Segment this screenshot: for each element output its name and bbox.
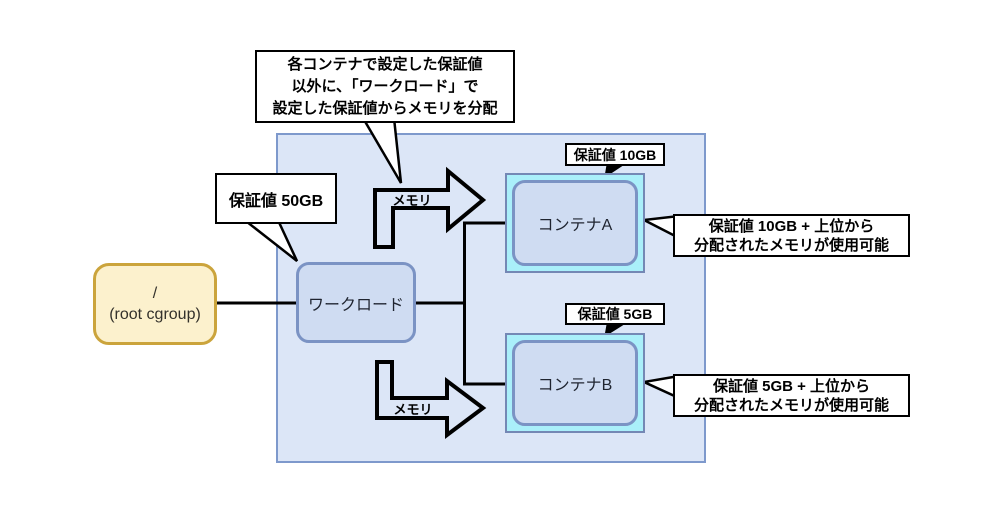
container-b-label: コンテナB (537, 377, 613, 394)
root-cgroup-slash: / (152, 285, 158, 302)
distribution-note-callout: 各コンテナで設定した保証値 以外に、「ワークロード」で 設定した保証値からメモリ… (255, 50, 515, 123)
memory-arrow-top-label: メモリ (392, 192, 432, 208)
workload-node-label: ワークロード (307, 296, 404, 314)
container-b-usage-line1: 保証値 5GB + 上位から (712, 377, 871, 395)
guarantee-10gb-label: 保証値 10GB (565, 143, 665, 166)
container-b-highlight: コンテナB (505, 333, 645, 433)
memory-bent-arrow-top-icon (373, 166, 487, 249)
workload-node: ワークロード (296, 262, 416, 343)
container-a-node: コンテナA (512, 180, 638, 266)
container-a-usage-line1: 保証値 10GB + 上位から (708, 217, 875, 235)
container-b-node: コンテナB (512, 340, 638, 426)
memory-arrow-bottom-label: メモリ (393, 402, 433, 417)
title-note-tail (360, 116, 403, 184)
guarantee-5gb-label: 保証値 5GB (565, 303, 665, 325)
container-a-usage-callout: 保証値 10GB + 上位から 分配されたメモリが使用可能 (673, 214, 910, 257)
distribution-note-line2: 以外に、「ワークロード」で (291, 77, 479, 95)
container-b-usage-line2: 分配されたメモリが使用可能 (693, 396, 889, 414)
guarantee-50gb-callout: 保証値 50GB (215, 173, 337, 224)
memory-bent-arrow-bottom-icon (375, 360, 487, 439)
root-cgroup-node: / (root cgroup) (93, 263, 217, 345)
distribution-note-line1: 各コンテナで設定した保証値 (287, 55, 483, 73)
distribution-note-line3: 設定した保証値からメモリを分配 (272, 99, 498, 117)
root-cgroup-label: (root cgroup) (109, 306, 201, 323)
connector-lines (215, 221, 508, 386)
container-b-usage-callout: 保証値 5GB + 上位から 分配されたメモリが使用可能 (673, 374, 910, 417)
container-a-highlight: コンテナA (505, 173, 645, 273)
container-a-label: コンテナA (537, 217, 613, 234)
guarantee-50gb-tail (238, 216, 299, 262)
container-a-usage-line2: 分配されたメモリが使用可能 (693, 236, 889, 254)
